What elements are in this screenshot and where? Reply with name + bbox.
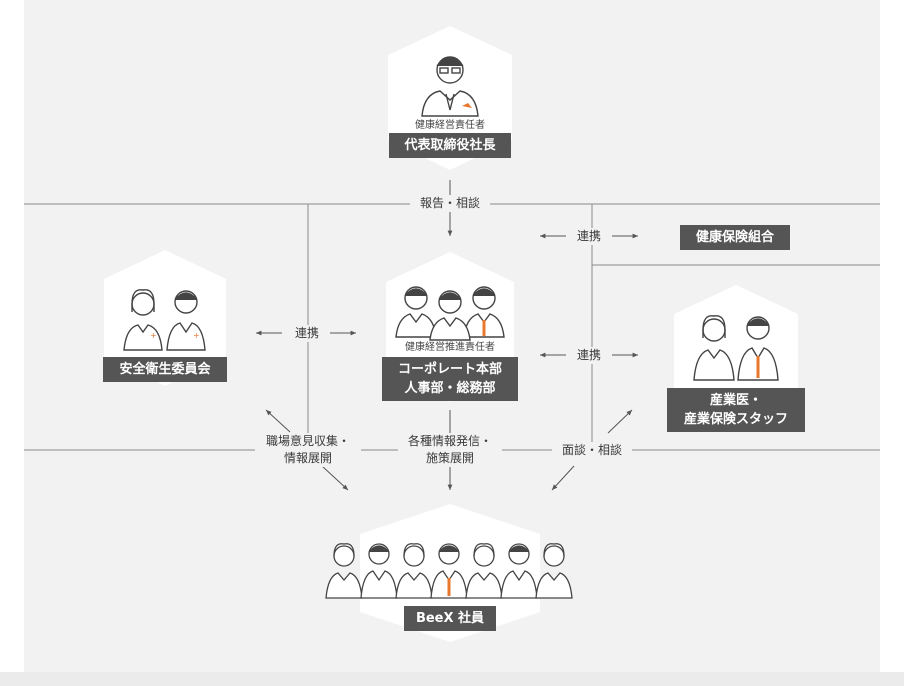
- person-with-glasses-icon: [421, 56, 479, 117]
- bottom-divider: [0, 672, 904, 686]
- ceo-role-label: 健康経営責任者: [415, 120, 485, 131]
- hq-name-line2: 人事部・総務部: [404, 381, 496, 396]
- safety-hexagon: [104, 250, 226, 386]
- ceo-name: 代表取締役社長: [404, 138, 496, 153]
- report-consult-label: 報告・相談: [410, 195, 490, 212]
- opinion-collect-line2: 情報展開: [283, 451, 332, 465]
- hq-role-label: 健康経営推進責任者: [405, 342, 495, 353]
- doctor-box: 産業医・ 産業保険スタッフ: [667, 388, 805, 432]
- svg-text:+: +: [150, 331, 157, 340]
- link-safety-label: 連携: [288, 325, 326, 342]
- health-insurance-box: 健康保険組合: [680, 225, 790, 250]
- info-dissemination-label: 各種情報発信・ 施策展開: [398, 433, 502, 467]
- safety-committee-name: 安全衛生委員会: [119, 362, 211, 377]
- doctor-name-line2: 産業保険スタッフ: [683, 412, 788, 427]
- hq-name-line1: コーポレート本部: [397, 362, 502, 377]
- info-dissemination-line2: 施策展開: [425, 451, 474, 465]
- safety-committee-box: 安全衛生委員会: [103, 357, 227, 382]
- svg-text:+: +: [193, 331, 200, 340]
- employee-7-icon: [535, 543, 573, 599]
- group-of-seven-icon: [325, 543, 573, 599]
- link-doctor-label: 連携: [572, 347, 606, 364]
- opinion-collect-label: 職場意見収集・ 情報展開: [255, 433, 361, 467]
- link-insurance-label: 連携: [572, 228, 606, 245]
- group-of-three-icon: [395, 286, 505, 341]
- interview-consult-label: 面談・相談: [552, 442, 632, 459]
- pair-of-people-icon: + +: [123, 289, 206, 351]
- health-insurance-name: 健康保険組合: [695, 230, 774, 245]
- doctor-name-line1: 産業医・: [709, 393, 762, 408]
- employee-6-icon: [500, 543, 538, 599]
- ceo-name-box: 代表取締役社長: [389, 133, 511, 158]
- opinion-collect-line1: 職場意見収集・: [265, 434, 350, 448]
- employees-box: BeeX 社員: [404, 606, 496, 631]
- employee-5-icon: [465, 543, 503, 599]
- doctor-pair-icon: [693, 315, 779, 381]
- hq-name-box: コーポレート本部 人事部・総務部: [382, 357, 518, 401]
- employee-4-icon: [430, 543, 468, 599]
- employee-2-icon: [360, 543, 398, 599]
- employee-3-icon: [395, 543, 433, 599]
- info-dissemination-line1: 各種情報発信・: [407, 434, 492, 448]
- employee-1-icon: [325, 543, 363, 599]
- employees-name: BeeX 社員: [415, 611, 485, 626]
